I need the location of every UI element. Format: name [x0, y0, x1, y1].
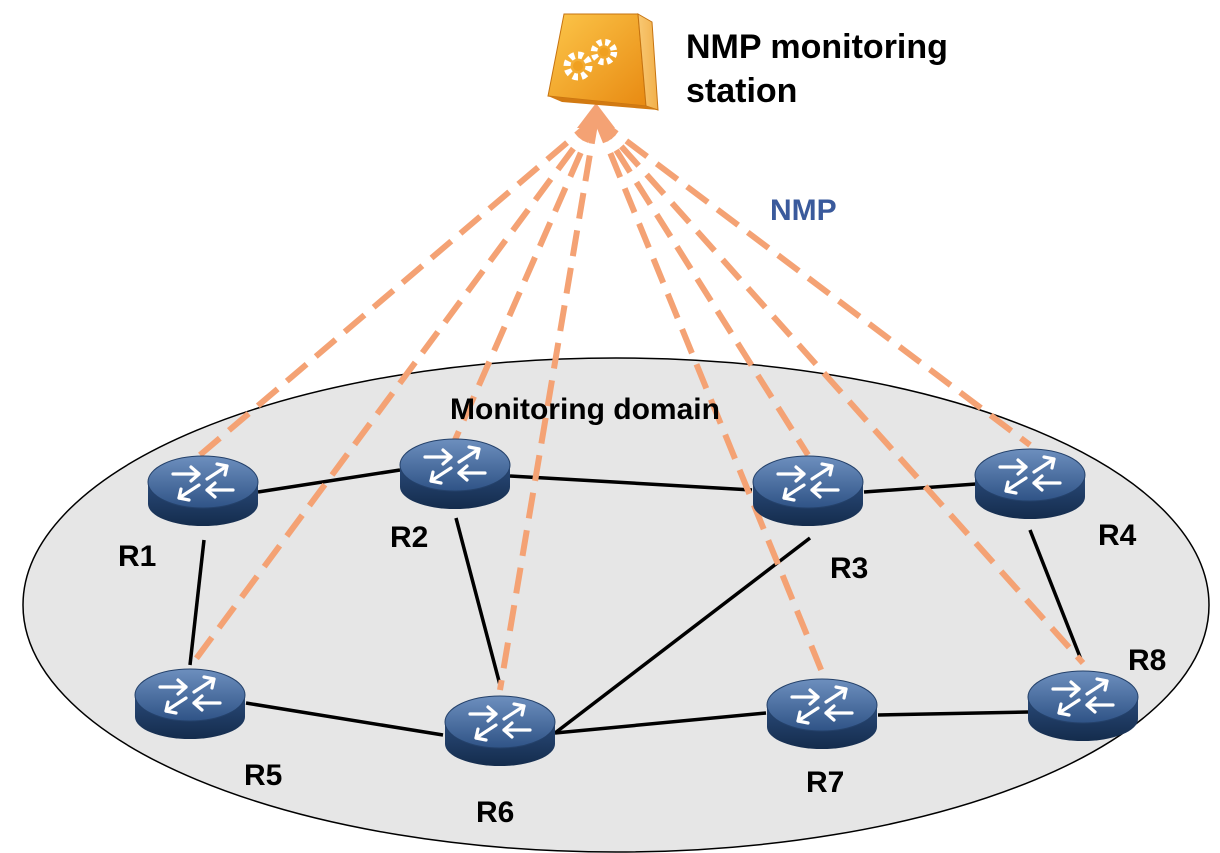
- nmp-link-r6: [497, 117, 599, 691]
- router-label-r2: R2: [390, 521, 428, 554]
- router-r7-icon: [765, 677, 879, 751]
- nmp-link-r7: [593, 116, 825, 674]
- router-label-r3: R3: [830, 552, 868, 585]
- router-links: [188, 468, 1084, 737]
- station-label-line2: station: [686, 72, 797, 110]
- nmp-link-r4: [594, 115, 1032, 448]
- link-r3-r4: [863, 482, 977, 494]
- router-r8-icon: [1026, 669, 1140, 743]
- link-r2-r3: [509, 474, 753, 492]
- link-r1-r2: [257, 468, 401, 494]
- link-r1-r5: [188, 539, 206, 666]
- link-r6-r3: [553, 536, 812, 735]
- router-r1-icon: [146, 454, 260, 528]
- link-r7-r8: [877, 710, 1029, 717]
- router-r5-icon: [133, 667, 247, 741]
- nmp-link-r3: [593, 116, 811, 457]
- nmp-arrowhead: [577, 103, 615, 128]
- router-r2-icon: [398, 437, 512, 511]
- router-r3-icon: [751, 454, 865, 528]
- router-label-r5: R5: [244, 759, 282, 792]
- router-label-r4: R4: [1098, 519, 1137, 552]
- nmp-link-r2: [452, 116, 599, 442]
- router-label-r8: R8: [1128, 644, 1166, 677]
- router-r6-icon: [443, 694, 557, 768]
- link-r4-r8: [1028, 529, 1084, 663]
- station-label-line1: NMP monitoring: [686, 28, 948, 66]
- router-label-r1: R1: [118, 540, 156, 573]
- link-r2-r6: [454, 517, 502, 686]
- link-r6-r7: [554, 711, 767, 735]
- nmp-dashed-links: [187, 115, 1086, 691]
- monitoring-domain-label: Monitoring domain: [450, 393, 720, 426]
- router-label-r7: R7: [806, 766, 844, 799]
- link-r5-r6: [245, 701, 444, 737]
- nmp-link-r1: [198, 115, 598, 458]
- nmp-link-r8: [593, 116, 1086, 665]
- router-label-r6: R6: [476, 796, 514, 829]
- router-r4-icon: [973, 447, 1087, 521]
- nmp-protocol-label: NMP: [770, 194, 837, 227]
- gear-server-icon: [547, 13, 659, 111]
